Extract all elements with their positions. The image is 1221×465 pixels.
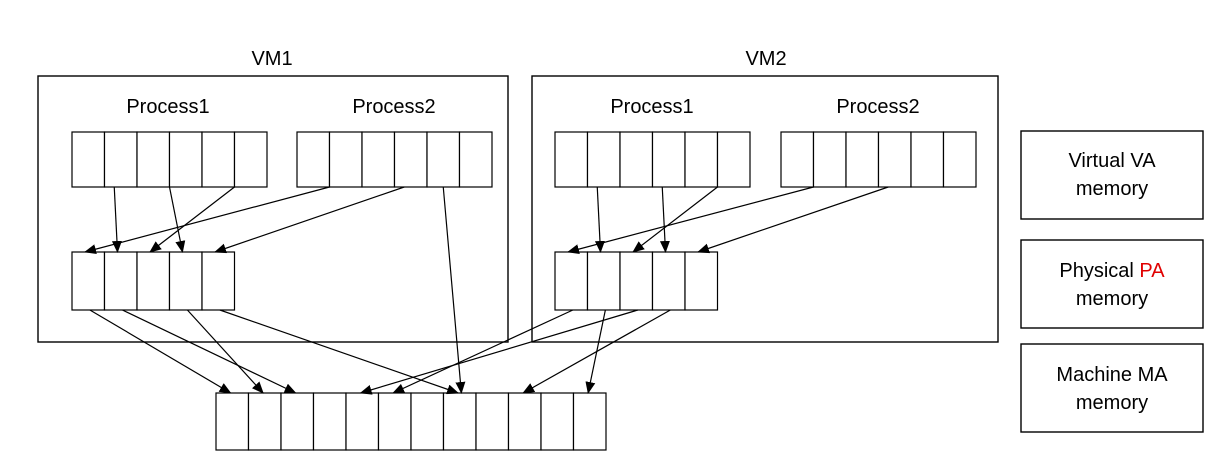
vm2-physical-page-cell: [554, 251, 589, 311]
vm1-process1-page-cell: [103, 131, 138, 188]
vm2-physical-page-cell: [619, 251, 654, 311]
machine-page-cell: [377, 392, 412, 451]
vm2-physical-pages: [554, 251, 719, 311]
legend-physical-line2: memory: [1076, 288, 1148, 310]
vm1-process2-page-cell: [328, 131, 363, 188]
vm1-process2-page-cell: [426, 131, 461, 188]
machine-page-cell: [345, 392, 380, 451]
vm2-process1-page-cell: [586, 131, 621, 188]
virtual-to-physical-arrow: [149, 186, 235, 253]
virtual-to-physical-arrow: [697, 186, 889, 254]
virtual-to-physical-arrow: [567, 186, 814, 255]
vm2-process2-page-cell: [942, 131, 977, 188]
vm2-physical-page-cell: [586, 251, 621, 311]
physical-to-machine-arrow: [89, 309, 232, 394]
vm1-physical-page-cell: [71, 251, 106, 311]
vm2-process1-page-cell: [684, 131, 719, 188]
machine-page-cell: [247, 392, 282, 451]
machine-page-cell: [572, 392, 607, 451]
vm1-physical-pages: [71, 251, 236, 311]
legend-physical-box: [1020, 239, 1204, 329]
vm2-process1-virtual-pages: [554, 131, 751, 188]
vm1-process1-page-cell: [136, 131, 171, 188]
vm1-process2-label: Process2: [352, 96, 435, 118]
legend-virtual-line2: memory: [1076, 178, 1148, 200]
vm1-physical-page-cell: [201, 251, 236, 311]
machine-page-cell: [475, 392, 510, 451]
legend-physical-highlight: PA: [1139, 260, 1165, 282]
vm1-process1-page-cell: [168, 131, 203, 188]
vm1-process1-page-cell: [71, 131, 106, 188]
vm1-process1-page-cell: [201, 131, 236, 188]
virtual-to-physical-arrow: [594, 186, 605, 253]
virtual-to-physical-arrow: [632, 186, 718, 253]
vm2-label: VM2: [745, 48, 786, 70]
vm1-process1-label: Process1: [126, 96, 209, 118]
vm1-process2-page-cell: [393, 131, 428, 188]
virtual-to-physical-arrow: [111, 186, 122, 253]
legend-machine-line1: Machine MA: [1056, 364, 1168, 386]
vm1-physical-page-cell: [136, 251, 171, 311]
vm2-process1-page-cell: [619, 131, 654, 188]
legend-machine-box: [1020, 343, 1204, 433]
physical-to-machine-arrow: [186, 309, 264, 394]
machine-page-cell: [410, 392, 445, 451]
vm2-process2-page-cell: [780, 131, 815, 188]
virtual-to-physical-arrow: [84, 186, 330, 255]
machine-page-cell: [215, 392, 250, 451]
vm2-process2-virtual-pages: [780, 131, 977, 188]
vm1-label: VM1: [251, 48, 292, 70]
vm2-process1-page-cell: [651, 131, 686, 188]
virtual-to-machine-arrow: [442, 186, 466, 394]
physical-to-machine-arrow: [219, 309, 460, 395]
legend-physical-prefix: Physical: [1059, 260, 1139, 282]
vm2-process1-page-cell: [716, 131, 751, 188]
physical-to-machine-arrow: [392, 309, 574, 394]
virtual-to-physical-arrow: [659, 186, 670, 253]
vm1-process2-page-cell: [361, 131, 396, 188]
machine-page-cell: [280, 392, 315, 451]
legend-machine-line2: memory: [1076, 392, 1148, 414]
vm2-physical-page-cell: [651, 251, 686, 311]
vm1-process1-page-cell: [233, 131, 268, 188]
mapping-arrows: [84, 186, 889, 395]
legend-virtual-box: [1020, 130, 1204, 220]
virtual-to-physical-arrow: [214, 186, 405, 254]
vm2-process2-page-cell: [877, 131, 912, 188]
physical-to-machine-arrow: [522, 309, 671, 394]
vm1-process1-virtual-pages: [71, 131, 268, 188]
physical-to-machine-arrow: [122, 309, 297, 394]
machine-page-cell: [507, 392, 542, 451]
vm2-process2-page-cell: [845, 131, 880, 188]
vm1-physical-page-cell: [103, 251, 138, 311]
virtual-to-physical-arrow: [168, 186, 186, 253]
vm1-process2-page-cell: [296, 131, 331, 188]
physical-to-machine-arrow: [359, 309, 639, 395]
vm2-process2-page-cell: [910, 131, 945, 188]
vm1-process2-page-cell: [458, 131, 493, 188]
machine-page-cell: [312, 392, 347, 451]
vm2-process1-page-cell: [554, 131, 589, 188]
vm2-physical-page-cell: [684, 251, 719, 311]
vm2-process2-page-cell: [812, 131, 847, 188]
legend-physical-line1: Physical PA: [1059, 260, 1165, 282]
vm2-process1-label: Process1: [610, 96, 693, 118]
machine-page-cell: [442, 392, 477, 451]
vm1-physical-page-cell: [168, 251, 203, 311]
vm1-process2-virtual-pages: [296, 131, 493, 188]
legend-virtual-line1: Virtual VA: [1068, 150, 1156, 172]
machine-pages: [215, 392, 607, 451]
vm2-process2-label: Process2: [836, 96, 919, 118]
machine-page-cell: [540, 392, 575, 451]
